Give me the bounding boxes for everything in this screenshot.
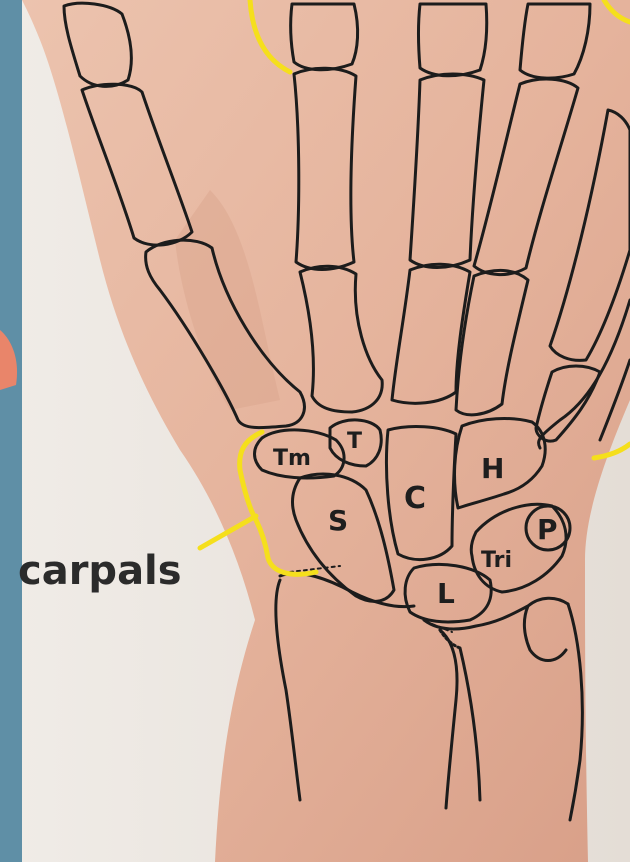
label-trapezium: Tm [273,446,311,471]
carpals-label: carpals [18,548,182,594]
label-trapezoid: T [347,429,362,454]
label-triquetrum: Tri [481,548,512,573]
label-lunate: L [437,577,455,610]
label-scaphoid: S [328,504,348,537]
label-pisiform: P [537,513,558,546]
label-hamate: H [481,452,504,485]
background-left-strip [0,0,22,862]
label-capitate: C [404,481,426,516]
